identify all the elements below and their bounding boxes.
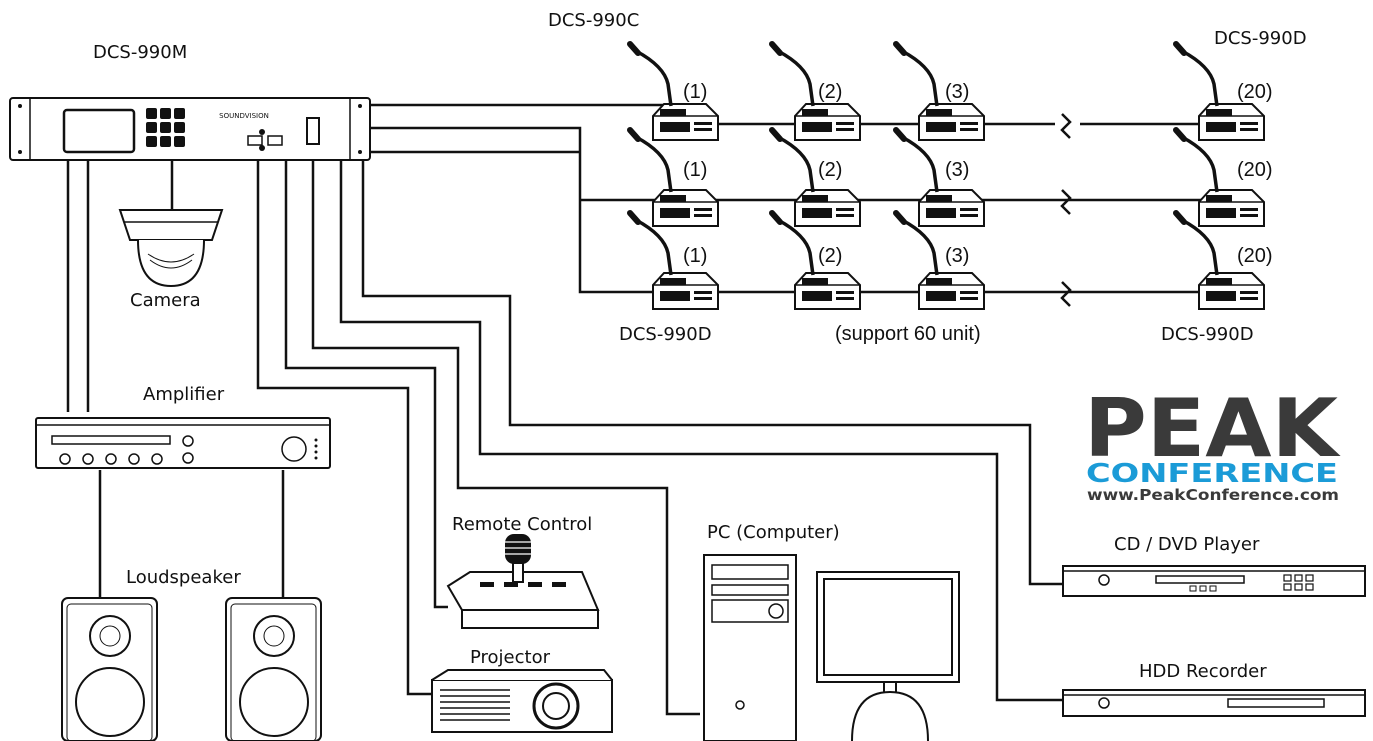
unit-number: (1) — [683, 81, 707, 103]
device-brand-text: SOUNDVISION — [219, 112, 269, 120]
unit-number: (1) — [683, 245, 707, 267]
loudspeaker-right — [225, 597, 322, 741]
wiring — [66, 103, 1230, 716]
amplifier-label: Amplifier — [143, 384, 225, 405]
camera-label: Camera — [130, 290, 201, 311]
camera-device — [118, 209, 224, 288]
logo-url: www.PeakConference.com — [1087, 486, 1339, 504]
peak-conference-logo: PEAK CONFERENCE www.PeakConference.com — [1084, 382, 1341, 504]
remote-control-device — [446, 534, 600, 629]
unit-number: (20) — [1237, 245, 1273, 267]
mic-unit — [772, 44, 860, 140]
chairman-unit-label: DCS-990C — [548, 10, 639, 31]
unit-number: (2) — [818, 245, 842, 267]
pc-label: PC (Computer) — [707, 522, 840, 543]
main-unit-label: DCS-990M — [93, 42, 187, 63]
hdd-recorder-device — [1062, 689, 1366, 717]
unit-number: (3) — [945, 159, 969, 181]
pc-tower — [703, 554, 797, 741]
amplifier-device — [35, 417, 331, 469]
unit-number: (20) — [1237, 81, 1273, 103]
unit-number: (2) — [818, 81, 842, 103]
mic-unit — [772, 213, 860, 309]
mic-unit — [896, 44, 984, 140]
projector-label: Projector — [470, 647, 551, 668]
cd-dvd-player-device — [1062, 565, 1366, 597]
main-unit-dcs-990m: SOUNDVISION — [9, 97, 371, 161]
logo-subtitle: CONFERENCE — [1086, 459, 1338, 489]
delegate-unit-label: DCS-990D — [619, 324, 712, 345]
mic-unit — [896, 130, 984, 226]
support-note: (support 60 unit) — [835, 323, 981, 345]
delegate-unit-label: DCS-990D — [1214, 28, 1307, 49]
unit-number: (1) — [683, 159, 707, 181]
loudspeaker-label: Loudspeaker — [126, 567, 241, 588]
logo-wordmark: PEAK — [1084, 382, 1341, 475]
unit-number: (3) — [945, 245, 969, 267]
unit-number: (3) — [945, 81, 969, 103]
loudspeaker-left — [61, 597, 158, 741]
remote-control-label: Remote Control — [452, 514, 592, 535]
pc-monitor — [816, 571, 960, 741]
cd-dvd-label: CD / DVD Player — [1114, 534, 1260, 555]
hdd-recorder-label: HDD Recorder — [1139, 661, 1267, 682]
mic-unit — [896, 213, 984, 309]
unit-number: (20) — [1237, 159, 1273, 181]
unit-number: (2) — [818, 159, 842, 181]
delegate-unit-label: DCS-990D — [1161, 324, 1254, 345]
mic-unit — [772, 130, 860, 226]
projector-device — [431, 669, 613, 733]
